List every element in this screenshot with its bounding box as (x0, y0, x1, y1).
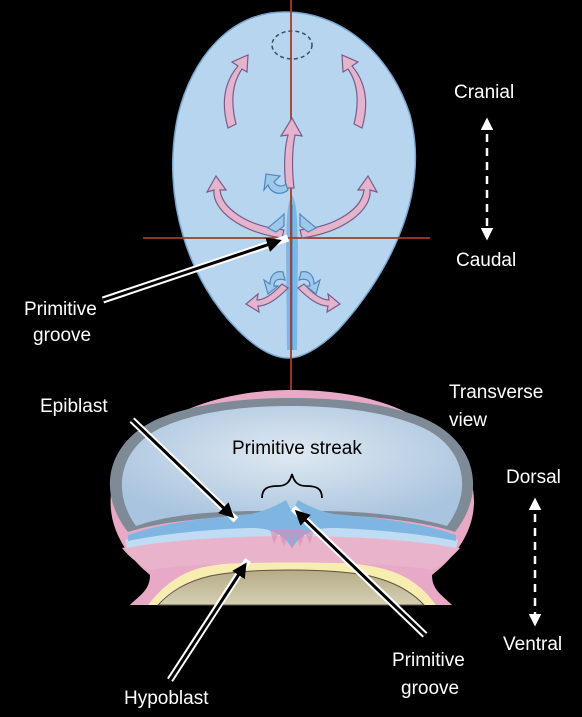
label-caudal: Caudal (456, 250, 516, 271)
cranial-caudal-axis-indicator: Cranial Caudal (454, 82, 516, 271)
label-dorsal: Dorsal (506, 467, 561, 488)
label-transverse-line2: view (449, 410, 487, 431)
label-ventral: Ventral (503, 634, 562, 655)
label-primitive-streak: Primitive streak (232, 438, 362, 459)
label-epiblast: Epiblast (40, 396, 108, 417)
primitive-streak-brace (261, 473, 323, 499)
oropharyngeal-membrane (271, 30, 313, 60)
epiblast-layer (128, 500, 456, 548)
label-primitive-groove-bottom-line2: groove (401, 678, 459, 699)
label-primitive-groove-bottom-line1: Primitive (392, 650, 465, 671)
dorsal-ventral-axis-indicator: Dorsal Ventral (503, 467, 562, 655)
embryonic-disc-top-view (101, 0, 430, 392)
transverse-section (109, 390, 475, 682)
label-hypoblast: Hypoblast (124, 688, 209, 709)
label-primitive-groove-top-line2: groove (33, 325, 91, 346)
ingressing-cells (262, 173, 322, 296)
label-primitive-groove-top-line1: Primitive (24, 299, 97, 320)
label-cranial: Cranial (454, 82, 514, 103)
label-transverse-line1: Transverse (449, 382, 543, 403)
